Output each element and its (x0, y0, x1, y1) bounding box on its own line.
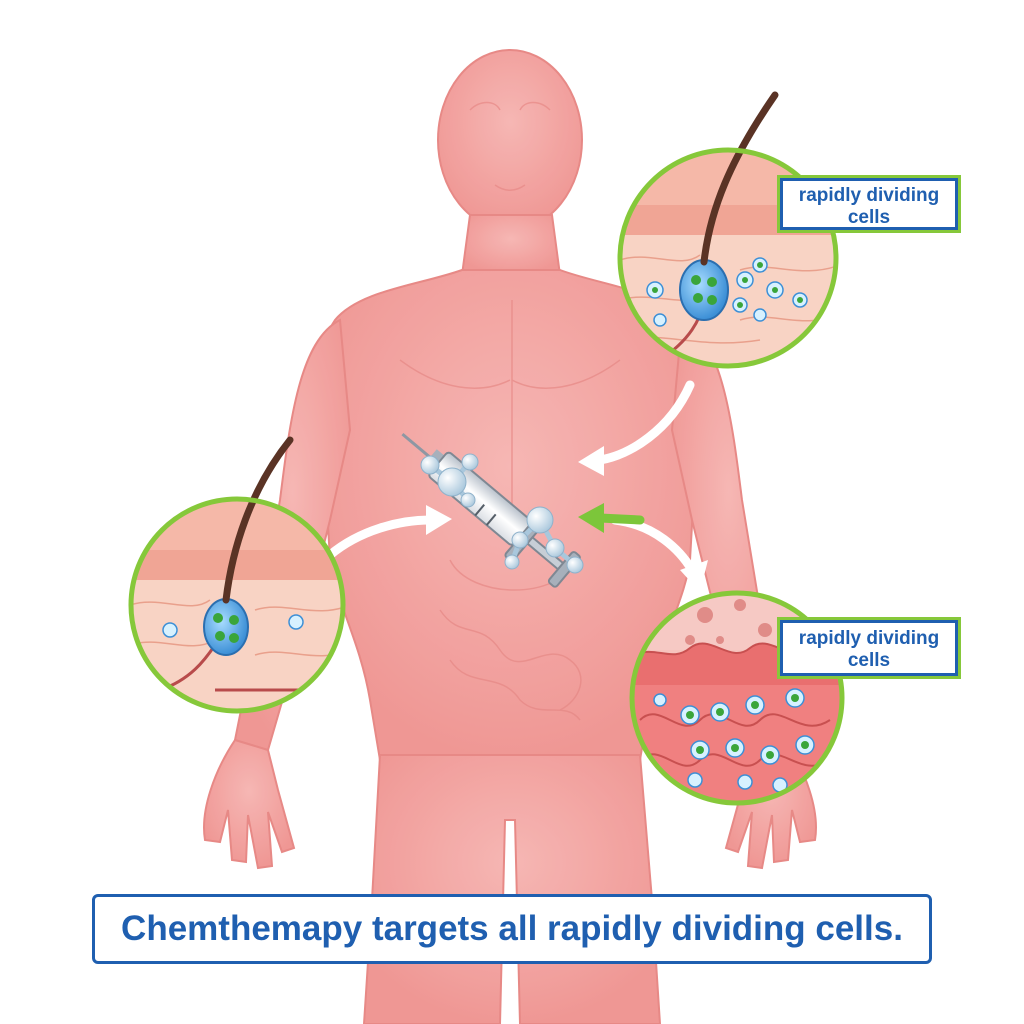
arrows (325, 380, 708, 592)
caption: Chemthemapy targets all rapidly dividing… (92, 894, 932, 964)
arrow-from-left (325, 515, 435, 560)
label-rapidly-dividing-cells-skin: rapidly dividing cells (780, 178, 958, 230)
arrow-green (595, 513, 645, 525)
label-rapidly-dividing-cells-intestine: rapidly dividing cells (780, 620, 958, 676)
arrow-from-top-right (595, 380, 695, 465)
molecule-icon (420, 453, 584, 574)
